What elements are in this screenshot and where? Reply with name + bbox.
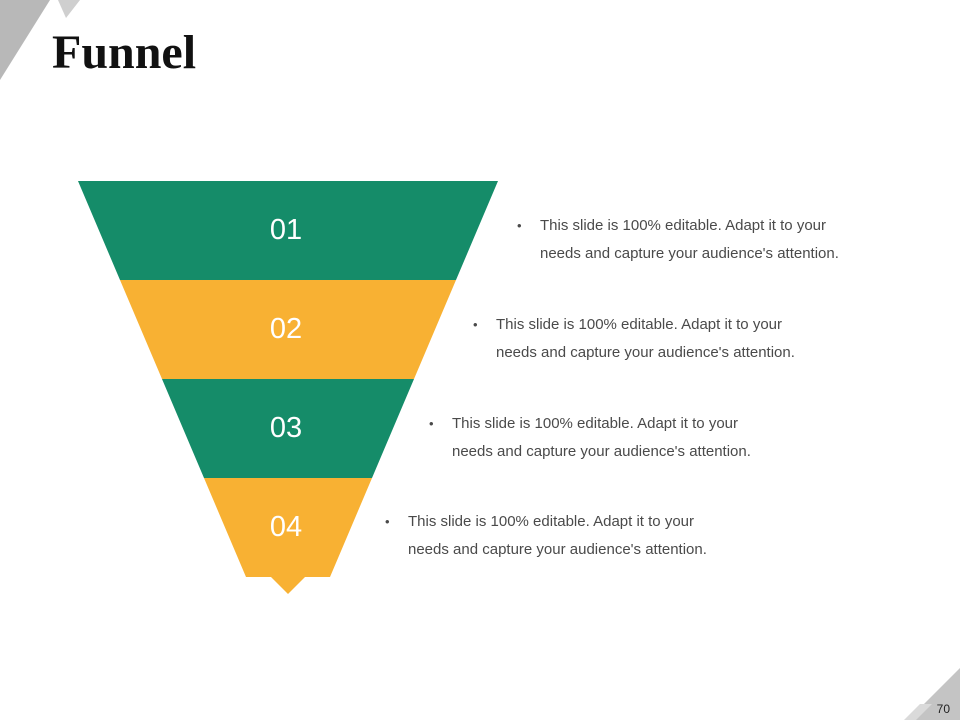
stage-description-line: needs and capture your audience's attent… bbox=[452, 443, 751, 460]
bullet-dot: • bbox=[473, 317, 478, 332]
stage-description-line: This slide is 100% editable. Adapt it to… bbox=[408, 513, 694, 530]
stage-description-text: This slide is 100% editable. Adapt it to… bbox=[473, 311, 853, 367]
stage-description-text: This slide is 100% editable. Adapt it to… bbox=[429, 410, 809, 466]
page-title: Funnel bbox=[52, 26, 197, 79]
stage-description-text: This slide is 100% editable. Adapt it to… bbox=[517, 212, 897, 268]
funnel-stage-label-2: 02 bbox=[270, 313, 302, 345]
stage-description-line: needs and capture your audience's attent… bbox=[408, 541, 707, 558]
funnel-stage-label-3: 03 bbox=[270, 412, 302, 444]
stage-description-line: needs and capture your audience's attent… bbox=[496, 344, 795, 361]
stage-description-4: • This slide is 100% editable. Adapt it … bbox=[385, 508, 765, 564]
stage-description-line: This slide is 100% editable. Adapt it to… bbox=[496, 316, 782, 333]
stage-description-line: This slide is 100% editable. Adapt it to… bbox=[540, 217, 826, 234]
stage-description-3: • This slide is 100% editable. Adapt it … bbox=[429, 410, 809, 466]
stage-description-2: • This slide is 100% editable. Adapt it … bbox=[473, 311, 853, 367]
bullet-dot: • bbox=[429, 416, 434, 431]
stage-description-text: This slide is 100% editable. Adapt it to… bbox=[385, 508, 765, 564]
funnel-stage-label-1: 01 bbox=[270, 214, 302, 246]
bullet-dot: • bbox=[517, 218, 522, 233]
bottom-right-corner-decoration bbox=[904, 668, 960, 720]
funnel-stage-4 bbox=[204, 478, 372, 594]
funnel-stage-2 bbox=[120, 280, 456, 396]
funnel-stage-1 bbox=[78, 181, 498, 297]
top-left-corner-decoration bbox=[0, 0, 80, 80]
stage-description-line: needs and capture your audience's attent… bbox=[540, 245, 839, 262]
funnel-stage-3 bbox=[162, 379, 414, 495]
funnel-stage-label-4: 04 bbox=[270, 511, 302, 543]
bullet-dot: • bbox=[385, 514, 390, 529]
stage-description-line: This slide is 100% editable. Adapt it to… bbox=[452, 415, 738, 432]
page-number: 70 bbox=[936, 702, 950, 716]
stage-description-1: • This slide is 100% editable. Adapt it … bbox=[517, 212, 897, 268]
